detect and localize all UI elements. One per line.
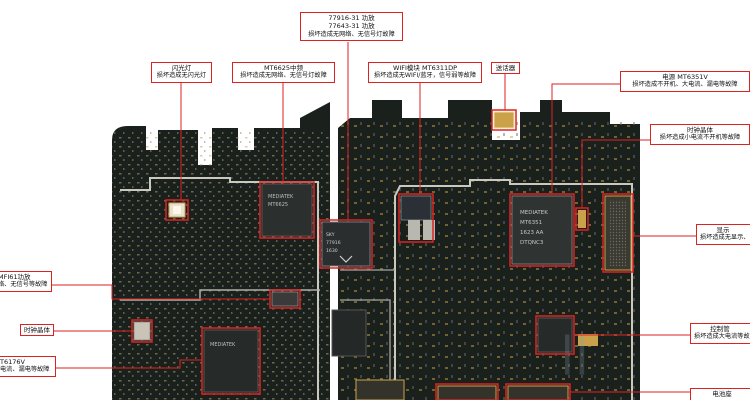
callout-clock-right: 时钟晶体 损坏造成小电流不开机等故障 [650,124,750,145]
pa-chip-line: 1630 [326,248,338,254]
callout-wifi-line2: 损坏造成无WIFI/蓝牙，信号弱等故障 [373,72,477,80]
pa-chip [321,221,371,267]
shield-outline-right [394,179,633,400]
control-chip-pad [578,334,598,346]
mt6625-chip [261,183,313,237]
mt6351-chip [511,195,573,265]
mt6625-chip-line: MEDIATEK [268,194,294,200]
callout-power-line2: 损坏造成不开机、大电流、漏电等故障 [632,81,738,89]
callout-mt6176v-line1: T6176V [0,358,25,366]
wifi-module [400,195,432,221]
hl-flash [165,199,189,221]
hl-power [509,193,575,267]
callout-mt6625-line1: MT6625中频 [263,64,304,72]
clock-crystal-right [578,210,586,228]
callout-pa-line1: 77916-31 功放 [328,14,375,22]
hl-mt6625 [259,181,315,239]
callout-mic-line1: 送话器 [495,64,516,72]
mfi61-chip [271,291,299,307]
mt6625-chip-text: MEDIATEK MT6625 [268,194,294,208]
left-chip [203,329,259,393]
callout-wifi-line1: WIFI模块 MT6311DP [392,64,458,72]
callout-control: 控制管 损坏造成大电流等故障 [690,323,750,344]
mt6351-chip-line: MEDIATEK [520,210,548,216]
wifi-chip-a [408,220,420,240]
callout-flash: 闪光灯 损坏造成无闪光灯 [151,62,212,83]
clock-crystal-left [133,321,151,341]
left-chip-line: MEDIATEK [210,342,236,348]
leader-lines [0,42,697,393]
callout-battery-line1: 电池座 [712,390,732,398]
callout-clock-right-line1: 时钟晶体 [687,126,713,134]
mic-component [493,111,515,129]
shield-outline-mid [340,269,395,380]
callout-mt6625-line2: 损坏造成无网络、无信号灯故障 [240,72,327,80]
shield-outline-left [120,177,319,400]
callout-clock-right-line2: 损坏造成小电流不开机等故障 [659,134,741,142]
hl-display [602,193,634,273]
bottom-connector-b [437,385,497,400]
bottom-connector-a [355,379,405,400]
callout-mt6176v-line2: 电流、漏电等故障 [0,366,50,374]
mid-chip [331,309,367,357]
callout-mt6176v: T6176V 电流、漏电等故障 [0,356,56,377]
callout-display: 显示 损坏造成无显示、白 [696,224,750,245]
mt6625-chip-line: MT6625 [268,202,288,208]
hl-pa [319,219,373,269]
callout-wifi: WIFI模块 MT6311DP 损坏造成无WIFI/蓝牙，信号弱等故障 [368,62,482,83]
wifi-chip-b [423,220,435,240]
callout-clock-left: 时钟晶体 [20,324,54,337]
hl-mic [491,109,517,131]
battery-connector [507,385,569,400]
callout-power: 电源 MT6351V 损坏造成不开机、大电流、漏电等故障 [620,71,750,92]
mt6351-chip-line: 1623 AA [520,230,544,236]
callout-pa-line2: 77643-31 功放 [328,22,375,31]
hl-wifi [398,193,434,243]
callout-mic: 送话器 [491,62,520,75]
pa-chip-line: 77916 [326,240,341,246]
callout-display-line2: 损坏造成无显示、白 [700,234,750,242]
callout-battery: 电池座 [690,388,750,400]
pa-chip-line: SKY [326,232,335,238]
mt6351-chip-line: DTQNC3 [520,240,544,246]
callout-mfi61-line1: MFI61功放 [0,273,31,281]
callout-power-line1: 电源 MT6351V [662,73,708,81]
callout-mfi61-line2: 络、无信号等故障 [0,281,48,289]
callout-mfi61: MFI61功放 络、无信号等故障 [0,271,52,292]
pcb-texture-right [338,118,640,400]
callout-control-line2: 损坏造成大电流等故障 [694,333,750,341]
callout-flash-line1: 闪光灯 [171,64,192,72]
callout-mt6625: MT6625中频 损坏造成无网络、无信号灯故障 [232,62,335,83]
callout-display-line1: 显示 [716,226,730,234]
callout-pa-line3: 损坏造成无网络、无信号灯故障 [308,30,395,38]
control-chip [537,317,573,353]
callout-control-line1: 控制管 [710,325,730,333]
shield-outline-left2 [120,289,320,301]
mt6351-chip-line: MT6351 [520,220,542,226]
callout-pa: 77916-31 功放 77643-31 功放 损坏造成无网络、无信号灯故障 [300,12,403,41]
hl-left-chip [201,327,261,395]
callout-flash-line2: 损坏造成无闪光灯 [156,72,207,80]
hl-bottom-a [435,383,499,400]
callout-clock-left-line1: 时钟晶体 [24,326,50,334]
